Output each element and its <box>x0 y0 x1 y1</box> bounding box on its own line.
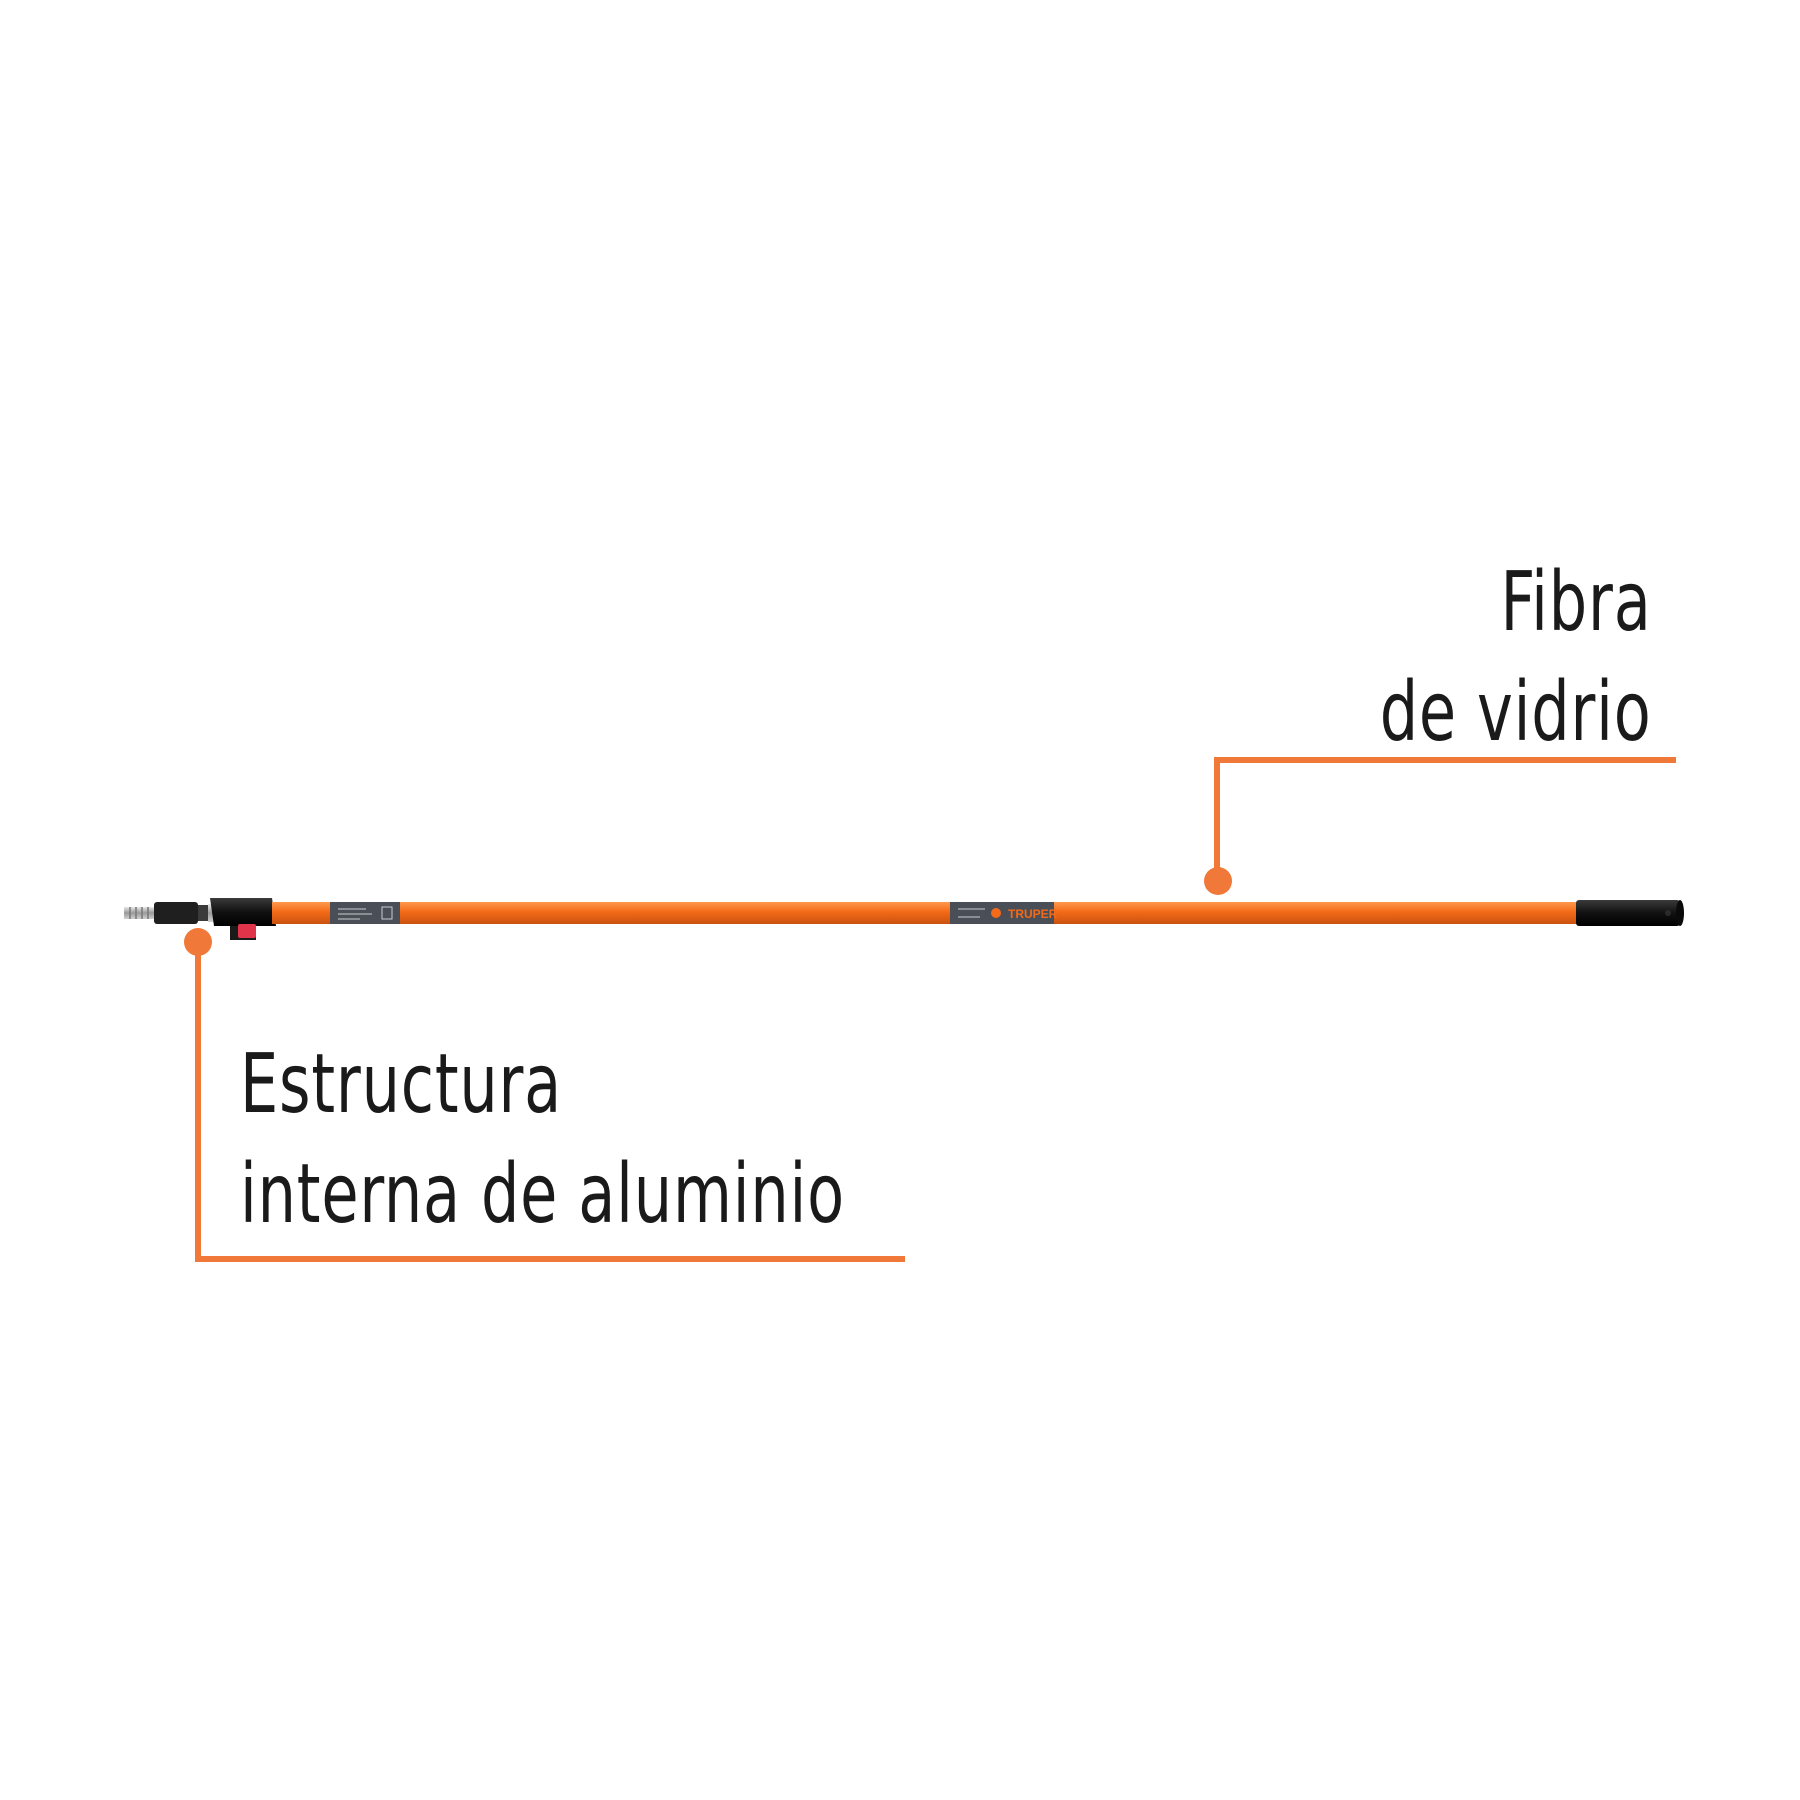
brand-label: TRUPER <box>950 902 1058 924</box>
aluminum-label-line1: Estructura <box>240 1037 563 1132</box>
end-grip <box>1576 900 1684 926</box>
fiberglass-label-line1: Fibra <box>1500 555 1652 650</box>
aluminum-label-line2: interna de aluminio <box>240 1147 845 1242</box>
fiberglass-callout-vertical <box>1214 760 1220 880</box>
fiberglass-shaft <box>272 902 1588 924</box>
threaded-tip <box>124 902 210 924</box>
brand-logo-text: TRUPER <box>1008 907 1058 921</box>
aluminum-callout-vertical <box>195 942 201 1262</box>
fiberglass-label: Fibra de vidrio <box>1380 548 1652 768</box>
aluminum-callout-horizontal <box>195 1256 905 1262</box>
fiberglass-label-line2: de vidrio <box>1380 665 1652 760</box>
lock-collar <box>210 898 276 940</box>
aluminum-section <box>208 904 216 922</box>
fiberglass-callout-horizontal <box>1214 757 1676 763</box>
small-label <box>330 902 400 924</box>
aluminum-label: Estructura interna de aluminio <box>240 1030 845 1250</box>
lock-clip <box>238 924 256 938</box>
